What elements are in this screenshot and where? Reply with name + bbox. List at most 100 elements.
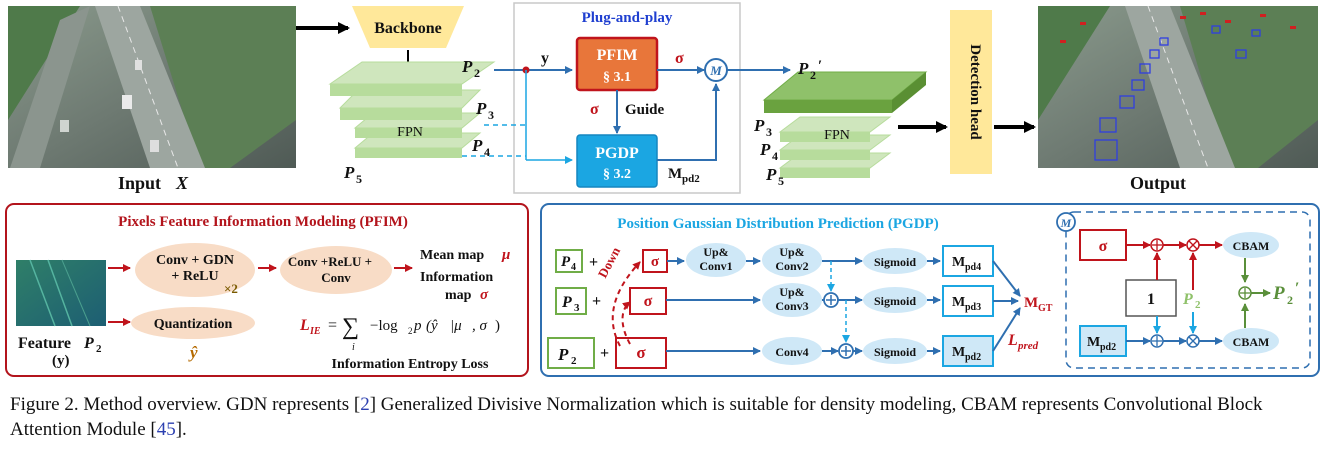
svg-text:σ: σ (636, 343, 646, 362)
svg-text:PGDP: PGDP (595, 145, 639, 162)
svg-text:M: M (952, 255, 965, 270)
svg-text:M: M (1060, 216, 1072, 230)
sigma-guide: σ (590, 101, 599, 118)
sigmoid-block-3: Sigmoid (863, 287, 927, 313)
svg-text:3: 3 (766, 125, 772, 139)
output-label: Output (1130, 173, 1186, 193)
svg-text:M: M (1087, 335, 1100, 350)
sigmoid-block-2: Sigmoid (863, 338, 927, 364)
svg-text:4: 4 (484, 145, 490, 159)
svg-text:IE: IE (309, 326, 321, 337)
svg-text:CBAM: CBAM (1233, 239, 1270, 253)
svg-text:+ ReLU: + ReLU (171, 269, 218, 284)
backbone-block: Backbone (352, 6, 464, 48)
svg-text:P: P (1272, 283, 1285, 304)
svg-text:Quantization: Quantization (154, 317, 233, 332)
svg-text:CBAM: CBAM (1233, 335, 1270, 349)
svg-text:pd4: pd4 (965, 262, 981, 273)
input-image (8, 5, 296, 169)
svg-text:σ: σ (644, 293, 653, 310)
svg-text:(y): (y) (52, 353, 70, 369)
svg-text:Conv2: Conv2 (775, 259, 808, 273)
svg-text:pd2: pd2 (965, 352, 981, 363)
svg-text:P: P (765, 165, 777, 184)
svg-text:Conv + GDN: Conv + GDN (156, 253, 234, 268)
svg-text:|μ: |μ (450, 318, 462, 334)
fpn-stack-right: FPN (762, 71, 928, 178)
information-map-label: Information map σ (420, 270, 493, 303)
cbam-top-block: CBAM (1223, 232, 1279, 258)
m-panel-mpd2-box: M pd2 (1079, 325, 1127, 357)
svg-text:2: 2 (1195, 299, 1201, 311)
svg-text:5: 5 (778, 174, 784, 188)
svg-text:Backbone: Backbone (374, 20, 442, 37)
p5-label-left: P 5 (343, 163, 362, 186)
svg-text:P: P (471, 136, 483, 155)
pgdp-p4-input: P 4 (555, 249, 583, 273)
pgdp-sigma-box-3: σ (629, 287, 667, 315)
svg-text:pd3: pd3 (965, 302, 981, 313)
entropy-loss-equation: L IE = ∑ i −log 2 p (ŷ |μ , σ ) (299, 314, 500, 353)
svg-text:P: P (83, 335, 94, 352)
svg-text:−log: −log (370, 318, 398, 334)
svg-text:P: P (1182, 291, 1193, 308)
svg-text:PFIM: PFIM (597, 47, 638, 64)
lpred-label: L pred (1007, 332, 1039, 352)
p5-label-right: P 5 (765, 165, 784, 188)
p2prime-label: P 2 ′ (797, 58, 822, 82)
svg-text:FPN: FPN (824, 128, 850, 143)
p3-label-left: P 3 (475, 99, 494, 122)
svg-text:2: 2 (810, 68, 816, 82)
svg-text:1: 1 (1147, 291, 1155, 308)
svg-text:pred: pred (1017, 340, 1039, 352)
plug-and-play-title: Plug-and-play (582, 10, 673, 26)
svg-text:P: P (561, 254, 571, 270)
conv-gdn-relu-block: Conv + GDN + ReLU ×2 (135, 243, 255, 297)
svg-text:Information: Information (420, 270, 493, 285)
svg-text:, σ: , σ (472, 318, 488, 334)
y-label: y (541, 50, 549, 67)
pgdp-sigma-box-4: σ (642, 249, 668, 273)
caption-ref-2[interactable]: 2 (360, 394, 370, 415)
m-panel-symbol: M (1056, 212, 1076, 232)
svg-text:3: 3 (574, 302, 580, 314)
svg-text:P: P (461, 57, 473, 76)
pfim-panel (5, 203, 529, 377)
mgt-label: M GT (1024, 295, 1053, 314)
pgdp-p3-input: P 3 (555, 287, 587, 315)
svg-text:∑: ∑ (342, 314, 359, 340)
svg-text:2: 2 (408, 326, 413, 336)
caption-ref-45[interactable]: 45 (156, 419, 176, 440)
svg-text:3: 3 (488, 108, 494, 122)
svg-text:): ) (495, 318, 500, 334)
m-operator-circle: M (704, 58, 728, 82)
svg-text:+: + (589, 254, 598, 271)
svg-text:M: M (668, 166, 682, 182)
svg-text:σ: σ (651, 254, 660, 270)
mean-map-label: Mean map μ (420, 247, 510, 263)
sigmoid-block-4: Sigmoid (863, 248, 927, 274)
svg-text:L: L (299, 317, 310, 334)
svg-text:M: M (1024, 295, 1038, 311)
svg-text:4: 4 (772, 149, 778, 163)
svg-text:+: + (592, 293, 601, 310)
svg-text:Up&: Up& (779, 245, 804, 259)
input-label: Input X (118, 173, 189, 193)
svg-text:§ 3.2: § 3.2 (603, 167, 631, 182)
sigma-pfim-out: σ (675, 50, 684, 67)
svg-text:Sigmoid: Sigmoid (874, 255, 916, 269)
svg-text:5: 5 (356, 172, 362, 186)
svg-text:P: P (475, 99, 487, 118)
yhat-label: ŷ (188, 343, 198, 362)
svg-text:2: 2 (1287, 293, 1293, 307)
m-panel-sigma-box: σ (1079, 229, 1127, 261)
svg-text:Conv1: Conv1 (699, 259, 732, 273)
mpd4-box: M pd4 (942, 245, 994, 277)
quantization-block: Quantization (131, 307, 255, 339)
svg-text:′: ′ (1295, 280, 1300, 297)
svg-text:i: i (352, 342, 355, 353)
svg-text:Sigmoid: Sigmoid (874, 345, 916, 359)
svg-text:4: 4 (571, 262, 576, 273)
caption-part2: ] Generalized Divisive Normalization whi… (10, 394, 1263, 440)
svg-text:P: P (343, 163, 355, 182)
